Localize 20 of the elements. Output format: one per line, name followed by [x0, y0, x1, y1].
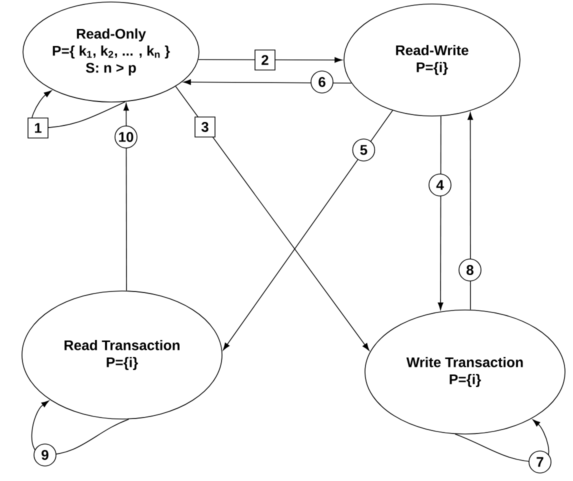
arrow: [468, 112, 474, 310]
arrow: [31, 400, 130, 456]
edge-label: 4: [428, 174, 452, 196]
edge-label: 3: [194, 116, 216, 138]
arrow: [183, 79, 352, 85]
edge-label: 5: [352, 138, 376, 162]
edge-label: 1: [28, 118, 48, 138]
edge-label: 2: [254, 50, 276, 70]
edge-label: 10: [114, 126, 138, 148]
arrow: [438, 116, 444, 310]
edge-label: 9: [34, 444, 56, 466]
arrow: [198, 57, 342, 63]
arrow: [222, 110, 393, 350]
arrow: [454, 419, 550, 462]
edge-label: 7: [528, 450, 552, 474]
edge-label: 8: [458, 258, 482, 282]
arrow: [175, 86, 370, 351]
arrow: [31, 90, 126, 128]
edge-label: 6: [310, 70, 334, 94]
arrow: [123, 103, 129, 292]
